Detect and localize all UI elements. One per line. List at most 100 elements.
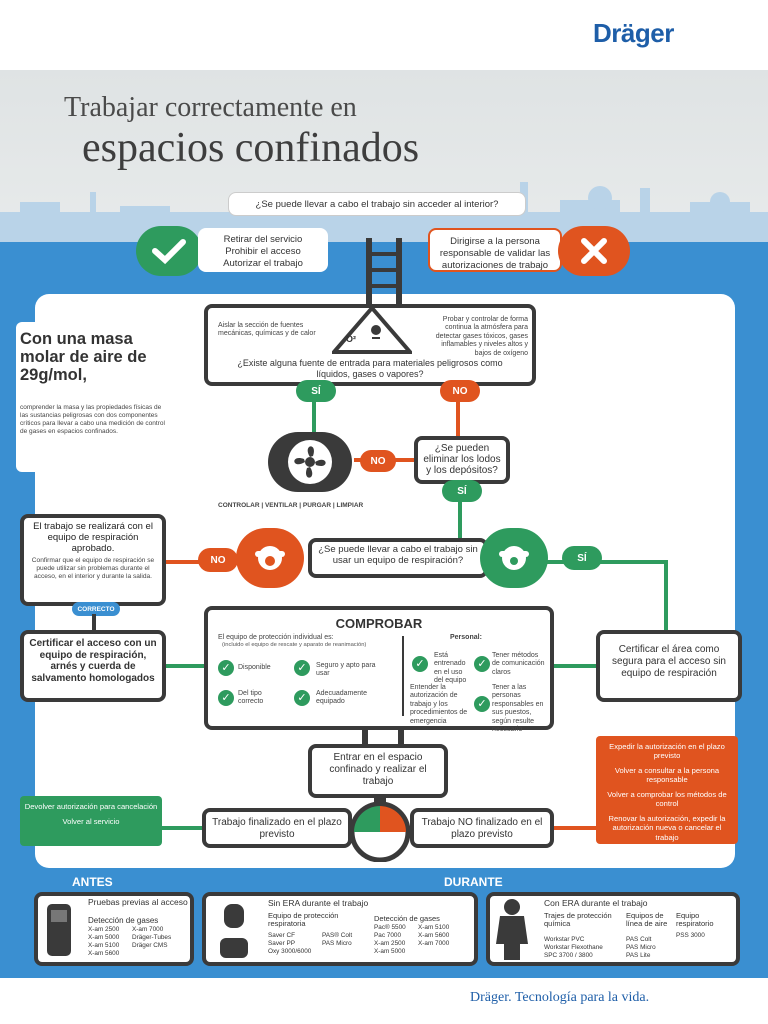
orange-action: Expedir la autorización en el plazo prev… bbox=[609, 742, 725, 761]
without-era-title: Sin ERA durante el trabajo bbox=[268, 898, 369, 908]
without-era-col1b: PAS® Colt PAS Micro bbox=[322, 932, 352, 948]
staff-item: Está entrenado en el uso del equipo bbox=[434, 652, 467, 685]
product: Oxy 3000/6000 bbox=[268, 948, 312, 955]
connector-correcto bbox=[92, 614, 96, 630]
connector-not-finished bbox=[550, 826, 596, 830]
certify-access-box: Certificar el acceso con un equipo de re… bbox=[20, 630, 166, 702]
staff-title: Personal: bbox=[450, 634, 482, 641]
product: Dräger CMS bbox=[132, 942, 168, 949]
ppe-item: Disponible bbox=[238, 664, 271, 671]
comprobar-title: COMPROBAR bbox=[335, 616, 423, 631]
yes-line: Retirar del servicio bbox=[223, 234, 303, 245]
ladder-rail-right bbox=[398, 730, 404, 746]
connector-yes bbox=[312, 386, 316, 438]
breathing-approved-heading: El trabajo se realizará con el equipo de… bbox=[33, 521, 153, 554]
product: Saver CF bbox=[268, 932, 295, 939]
badge-no: NO bbox=[440, 380, 480, 402]
stats-trabajadores: DE TRABAJADORES bbox=[610, 390, 681, 397]
connector-no bbox=[456, 386, 460, 440]
before-subtitle: Detección de gases bbox=[88, 916, 159, 925]
molar-heading: Con una masa molar de aire de 29g/mol, bbox=[20, 330, 147, 385]
firefighter-mask-icon bbox=[236, 528, 304, 588]
with-era-heading-2: Equipos de línea de aire bbox=[626, 911, 668, 928]
check-icon: ✓ bbox=[412, 656, 428, 672]
without-era-card bbox=[202, 892, 478, 966]
finished-box: Trabajo finalizado en el plazo previsto bbox=[202, 808, 352, 848]
check-icon: ✓ bbox=[474, 656, 490, 672]
footer-tagline: Dräger. Tecnología para la vida. bbox=[470, 990, 650, 1005]
with-era-card bbox=[486, 892, 740, 966]
no-action-box: Dirigirse a la persona responsable de va… bbox=[428, 228, 562, 272]
ppe-item: Del tipo correcto bbox=[238, 690, 264, 706]
ladder-rung bbox=[366, 252, 402, 256]
comprobar-divider bbox=[402, 636, 404, 716]
hazard-question: ¿Existe alguna fuente de entrada para ma… bbox=[237, 358, 503, 380]
stats-number: 1,6 bbox=[610, 328, 669, 375]
title-line-1: Trabajar correctamente en bbox=[64, 92, 357, 123]
connector-sludge-yes bbox=[458, 484, 462, 538]
badge-no-sludge: NO bbox=[360, 450, 396, 472]
badge-si: SÍ bbox=[296, 380, 336, 402]
gas-detector-icon bbox=[47, 904, 71, 956]
ppe-title: El equipo de protección individual es: bbox=[218, 634, 334, 641]
not-finished-box: Trabajo NO finalizado en el plazo previs… bbox=[410, 808, 554, 848]
breathing-approved-body: Confirmar que el equipo de respiración s… bbox=[31, 556, 155, 580]
product: X-am 5000 bbox=[374, 948, 406, 955]
check-icon: ✓ bbox=[218, 660, 234, 676]
check-icon: ✓ bbox=[294, 660, 310, 676]
stats-desc: acceden a aproximadamente 4,8 millones d… bbox=[610, 400, 689, 436]
product: X-am 5000 bbox=[88, 934, 120, 941]
product: X-am 7000 bbox=[418, 940, 450, 947]
certify-area-box: Certificar el área como segura para el a… bbox=[596, 630, 742, 702]
connector-left-check bbox=[166, 664, 204, 668]
orange-action: Renovar la autorización, expedir la auto… bbox=[608, 813, 726, 842]
check-icon: ✓ bbox=[294, 690, 310, 706]
connector-right-check bbox=[554, 664, 596, 668]
before-title: Pruebas previas al acceso bbox=[88, 897, 188, 907]
escape-hood-icon bbox=[220, 904, 248, 958]
orange-action: Volver a comprobar los métodos de contro… bbox=[607, 789, 727, 809]
before-col1: X-am 2500 X-am 5000 X-am 5100 X-am 5600 bbox=[88, 926, 119, 958]
staff-item: Entender la autorización de trabajo y lo… bbox=[410, 684, 468, 725]
no-line: responsable de validar las bbox=[439, 247, 551, 259]
product: X-am 5600 bbox=[88, 950, 120, 957]
product: Dräger-Tubes bbox=[132, 934, 172, 941]
with-era-col2: PAS Colt PAS Micro PAS Lite bbox=[626, 936, 656, 960]
workers-grid bbox=[576, 312, 698, 460]
with-era-col3: PSS 3000 bbox=[676, 932, 705, 940]
yes-action-box: Retirar del servicio Prohibir el acceso … bbox=[198, 228, 328, 272]
chemical-suit-icon bbox=[496, 899, 528, 960]
with-era-heading-3: Equipo respiratorio bbox=[676, 911, 714, 928]
ppe-subtitle: (incluido el equipo de rescate y aparato… bbox=[222, 642, 367, 648]
with-era-col1: Workstar PVC Workstar Flexothane SPC 370… bbox=[544, 936, 603, 960]
brand-logo: Dräger bbox=[593, 18, 674, 48]
firefighter-icon bbox=[480, 528, 548, 588]
title-line-2: espacios confinados bbox=[82, 125, 420, 171]
ladder-rung bbox=[366, 284, 402, 288]
product: SPC 3700 / 3800 bbox=[544, 952, 593, 959]
product: X-am 5600 bbox=[418, 932, 450, 939]
comprobar-box bbox=[204, 606, 554, 730]
ladder-rail-left bbox=[362, 730, 368, 746]
without-era-col2b: X-am 5100 X-am 5600 X-am 7000 bbox=[418, 924, 449, 948]
product: PAS Colt bbox=[626, 936, 652, 943]
molar-body: comprender la masa y las propiedades fís… bbox=[20, 404, 165, 436]
product: X-am 2500 bbox=[374, 940, 406, 947]
hazard-triangle-icon bbox=[332, 306, 412, 354]
enter-space-box: Entrar en el espacio confinado y realiza… bbox=[308, 744, 448, 798]
product: Saver PP bbox=[268, 940, 295, 947]
badge-si-breathing: SÍ bbox=[562, 546, 602, 570]
ladder-rung bbox=[366, 268, 402, 272]
product: PAS Micro bbox=[322, 940, 352, 947]
connector-right-down bbox=[664, 560, 668, 630]
check-icon bbox=[136, 226, 202, 276]
product: Workstar Flexothane bbox=[544, 944, 603, 951]
check-icon: ✓ bbox=[218, 690, 234, 706]
product: X-am 5100 bbox=[418, 924, 450, 931]
product: Pac 7000 bbox=[374, 932, 402, 939]
orange-action: Volver a consultar a la persona responsa… bbox=[614, 765, 720, 785]
product: PAS® Colt bbox=[322, 932, 353, 939]
without-era-col1: Saver CF Saver PP Oxy 3000/6000 bbox=[268, 932, 311, 956]
staff-item: Tener métodos de comunicación claros bbox=[492, 652, 545, 676]
green-action: Devolver autorización para cancelación bbox=[24, 802, 158, 811]
